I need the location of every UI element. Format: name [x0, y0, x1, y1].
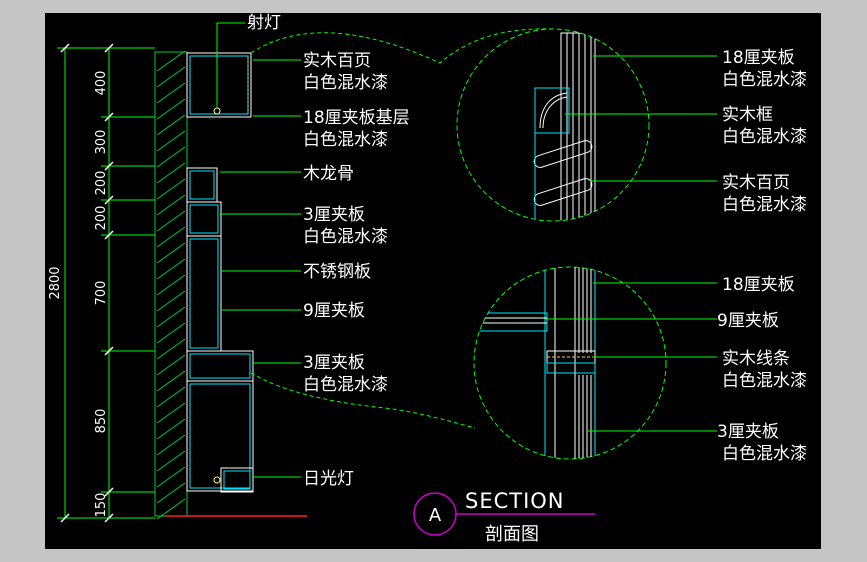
label-ply9: 9厘夹板 — [303, 301, 365, 321]
hatch-line — [156, 290, 186, 312]
hatch-line — [156, 194, 186, 216]
hatch-line — [156, 498, 186, 520]
hatch-line — [156, 178, 186, 200]
hatch-line — [156, 210, 186, 232]
hatch-line — [156, 162, 186, 184]
dim-300: 300 — [94, 130, 109, 155]
detail-circle-top — [456, 28, 650, 222]
section-drawing: 2800 400 300 200 200 700 850 150 — [48, 13, 807, 545]
label-ply3b-finish: 白色混水漆 — [303, 375, 388, 395]
dim-850: 850 — [94, 409, 109, 434]
hatch-line — [156, 114, 186, 136]
detail-top-louver: 实木百页 — [722, 173, 790, 193]
label-fluorescent: 日光灯 — [303, 469, 354, 489]
hatch-line — [156, 258, 186, 280]
detail-top-drawing — [533, 32, 596, 221]
hatch-line — [156, 274, 186, 296]
hatch-line — [156, 130, 186, 152]
dimension-ticks — [60, 43, 114, 523]
detail-bottom-ply3-finish: 白色混水漆 — [722, 444, 807, 464]
hatch-line — [156, 482, 186, 504]
dim-700: 700 — [94, 281, 109, 306]
section-subtitle: 剖面图 — [485, 524, 539, 545]
hatch-line — [156, 306, 186, 328]
detail-bottom-drawing — [474, 267, 596, 459]
label-keel: 木龙骨 — [303, 164, 354, 184]
dim-200a: 200 — [94, 171, 109, 196]
section-heading: SECTION — [465, 489, 565, 513]
hatch-line — [156, 242, 186, 264]
hatch-line — [156, 354, 186, 376]
label-steel: 不锈钢板 — [303, 262, 371, 282]
section-marker-letter: A — [429, 505, 442, 526]
detail-top-ply18: 18厘夹板 — [722, 48, 795, 68]
hatch-line — [156, 466, 186, 488]
hatch-line — [156, 418, 186, 440]
detail-top-frame-finish: 白色混水漆 — [722, 127, 807, 147]
detail-bottom-trim-finish: 白色混水漆 — [722, 371, 807, 391]
label-plyboard-base-finish: 白色混水漆 — [303, 130, 388, 150]
label-louver-finish: 白色混水漆 — [303, 73, 388, 93]
dim-150: 150 — [94, 493, 109, 518]
detail-top-frame: 实木框 — [722, 105, 773, 125]
dim-total: 2800 — [48, 266, 63, 299]
label-ply3b: 3厘夹板 — [303, 353, 365, 373]
hatch-line — [156, 434, 186, 456]
label-ply3: 3厘夹板 — [303, 205, 365, 225]
detail-bottom-trim: 实木线条 — [722, 349, 790, 369]
hatch-line — [156, 146, 186, 168]
detail-bottom-ply18: 18厘夹板 — [722, 275, 795, 295]
hatch-line — [156, 450, 186, 472]
detail-bottom-ply9: 9厘夹板 — [717, 311, 779, 331]
leaders-right — [545, 55, 717, 432]
hatch-line — [156, 370, 186, 392]
hatch-line — [156, 322, 186, 344]
hatch-line — [156, 338, 186, 360]
detail-circle-bottom — [473, 266, 667, 460]
detail-top-louver-finish: 白色混水漆 — [722, 195, 807, 215]
title-block: A SECTION 剖面图 — [413, 489, 595, 545]
wall-hatch — [154, 50, 188, 520]
detail-top-ply18-finish: 白色混水漆 — [722, 70, 807, 90]
hatch-line — [156, 82, 186, 104]
cabinet-section — [186, 52, 254, 493]
leaders-left — [216, 22, 301, 478]
drawing-canvas: 2800 400 300 200 200 700 850 150 — [45, 13, 821, 549]
hatch-line — [156, 386, 186, 408]
hatch-line — [156, 98, 186, 120]
detail-bottom-ply3: 3厘夹板 — [717, 422, 779, 442]
dim-400: 400 — [94, 71, 109, 96]
label-spotlight: 射灯 — [247, 13, 281, 33]
dim-200b: 200 — [94, 206, 109, 231]
detail-cloud-outline — [250, 28, 554, 429]
hatch-line — [156, 226, 186, 248]
label-louver: 实木百页 — [303, 51, 371, 71]
label-ply3-finish: 白色混水漆 — [303, 227, 388, 247]
label-plyboard-base: 18厘夹板基层 — [303, 108, 410, 128]
hatch-line — [156, 50, 186, 72]
hatch-line — [156, 66, 186, 88]
hatch-line — [156, 402, 186, 424]
